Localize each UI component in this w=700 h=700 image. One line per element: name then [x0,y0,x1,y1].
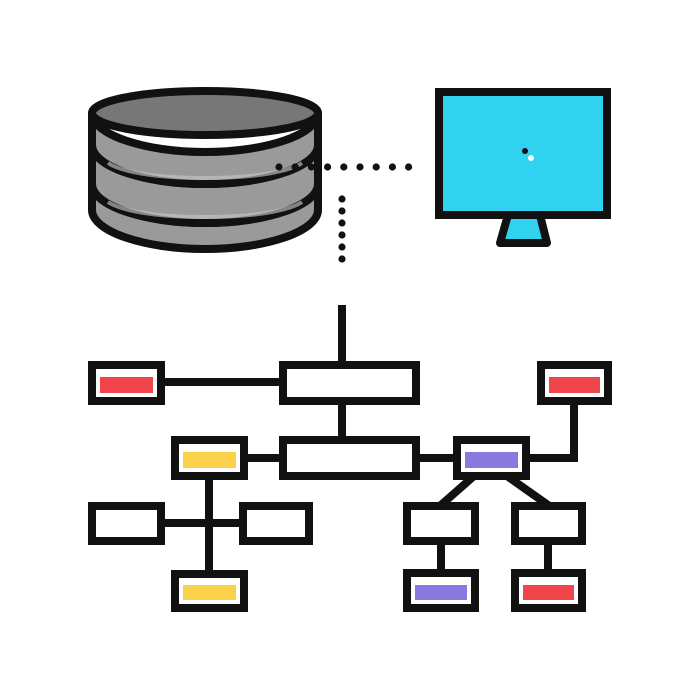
node-left-branch-right-box [239,502,313,545]
tree-nodes [88,361,612,612]
dot [275,163,283,171]
monitor-dot-dark [522,148,528,154]
node-right-hub-fill [465,452,518,468]
node-top-left-fill [100,377,153,393]
node-right-child-right [511,502,586,545]
dotted-connectors [275,163,413,263]
node-left-bottom [171,570,248,612]
node-left-branch-left [88,502,165,545]
database-highlight [106,161,304,181]
database-highlight-2 [106,200,304,220]
node-left-branch-left-box [88,502,165,545]
node-right-hub [453,436,530,480]
dot [338,255,346,263]
dot [372,163,380,171]
node-left-hub-fill [183,452,236,468]
node-root-top-box [279,361,420,405]
node-root-top [279,361,420,405]
node-right-leaf-right [511,569,586,612]
node-root-center [279,436,420,480]
node-root-center-box [279,436,420,480]
node-top-left [88,361,165,405]
node-right-leaf-left [403,569,479,612]
node-left-hub [171,436,248,480]
dot [291,163,299,171]
dot [338,243,346,251]
dotted-vertical-line [338,195,346,263]
node-right-leaf-right-fill [523,585,574,600]
node-right-child-left [403,502,479,545]
monitor-icon [435,88,611,247]
connector-right-hub-to-right-child [501,470,554,511]
connector-right-hub-to-left-child [435,470,480,511]
monitor-dot-light [528,155,534,161]
dot [338,207,346,215]
node-left-branch-right [239,502,313,545]
node-top-right [537,361,612,405]
tree-connectors [157,305,578,578]
dotted-horizontal-line [275,163,413,171]
database-top-ellipse [88,87,322,139]
dot [338,219,346,227]
node-right-child-right-box [511,502,586,545]
dot [338,195,346,203]
dot [338,231,346,239]
database-tier-top [88,112,322,189]
monitor-screen [435,88,611,219]
dot [356,163,364,171]
node-top-right-fill [549,377,600,393]
dot [405,163,413,171]
node-right-leaf-left-fill [415,585,467,600]
node-left-bottom-fill [183,585,236,600]
dot [340,163,348,171]
database-icon [88,87,322,254]
dot [307,163,315,171]
node-right-child-left-box [403,502,479,545]
monitor-stand [496,211,551,247]
dot [324,163,332,171]
dot [388,163,396,171]
